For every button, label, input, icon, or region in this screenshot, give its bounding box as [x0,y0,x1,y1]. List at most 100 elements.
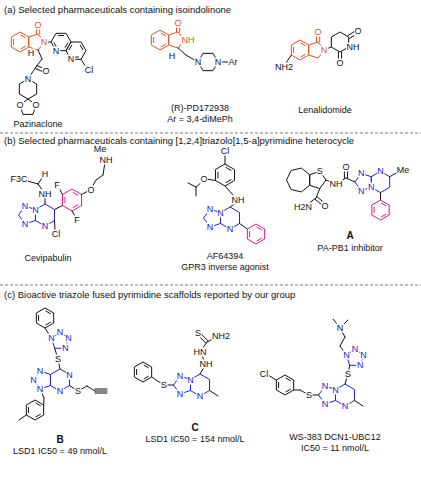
bond [55,206,63,210]
compound-note: PA-PB1 inhibitor [317,244,382,253]
aromatic-bond [301,54,305,57]
compound-letter: B [56,435,63,445]
bond [340,337,345,346]
bond [43,398,44,405]
atom-label: N [30,376,38,385]
aromatic-bond [286,389,290,392]
aromatic-bond [58,35,63,36]
aromatic-bond [374,207,375,212]
atom-label: N [21,219,29,228]
bond [210,391,219,397]
atom-label: N [336,324,344,333]
compound-letter: A [346,231,353,241]
aromatic-bond [381,214,385,217]
atom-label: NH [38,190,52,199]
ring [62,189,81,211]
atom-label: N [65,334,73,343]
compound-note: LSD1 IC50 = 49 nmol/L [13,447,107,456]
atom-label: N [62,344,70,353]
atom-label: N [56,328,64,337]
atom-label: H [27,49,35,58]
atom-label: O [336,59,344,68]
atom-label: S [54,355,61,364]
section-divider [0,133,421,134]
aromatic-bond [46,322,50,325]
bond [294,390,300,391]
atom-label: N [48,334,56,343]
atom-label: N [66,370,74,379]
atom-label: Cl [84,66,94,75]
atom-label: N [21,202,29,211]
aromatic-bond [13,39,14,44]
bond [355,401,364,407]
aromatic-bond [257,227,261,230]
aromatic-bond [136,369,137,374]
bond [268,375,276,380]
atom-label: Ar [228,58,238,67]
atom-label: S [160,381,167,390]
atom-label: N [321,382,329,391]
ring [247,224,264,244]
compound-name: AF64394 [207,252,244,261]
bond [196,187,197,196]
atom-label: N [206,205,214,214]
bond [225,186,233,195]
triple-bond [95,393,107,394]
compound-name: Cevipabulin [24,254,71,263]
atom-label: O [354,27,362,36]
atom-label: N [187,375,195,384]
aromatic-bond [293,47,294,52]
atom-label: N [332,385,340,394]
atom-label: NH [329,180,343,189]
atom-label: NH [199,360,213,369]
aromatic-bond [69,45,72,49]
atom-label: N [321,399,329,408]
aromatic-bond [301,43,305,46]
section-heading: (a) Selected pharmaceuticals containing … [4,5,231,15]
atom-label: N [176,372,184,381]
bond [240,224,248,230]
aromatic-bond [153,37,154,42]
aromatic-bond [28,407,29,412]
ring [276,375,293,395]
atom-label: NH [181,36,195,45]
atom-label: N [41,222,49,231]
atom-label: N [320,46,328,55]
section-heading: (c) Bioactive triazole fused pyrimidine … [4,290,295,300]
ring [11,32,28,52]
atom-label: N [357,186,365,195]
atom-label: N [368,183,376,192]
atom-label: N [56,387,64,396]
atom-label: N [196,392,204,401]
aromatic-bond [46,311,50,314]
aromatic-bond [226,167,231,170]
aromatic-bond [80,45,83,49]
atom-label: N [343,351,351,360]
ring [151,30,168,50]
aromatic-bond [217,172,218,178]
aromatic-bond [249,231,250,236]
ring [26,400,43,420]
atom-label: F3C [10,175,28,184]
atom-label: Cl [51,230,61,239]
atom-label: N [214,58,222,67]
atom-label: N [40,38,48,47]
compound-name: Lenalidomide [298,106,352,115]
atom-label: N [357,361,365,370]
compound-name: WS-383 DCN1-UBC12 [289,433,381,442]
atom-label: S [74,387,81,396]
aromatic-bond [73,192,78,195]
atom-label: O [342,163,350,172]
bond [152,377,156,380]
atom-label: N [67,55,75,64]
atom-label: N [217,208,225,217]
aromatic-bond [226,180,231,183]
aromatic-bond [161,44,165,47]
atom-label: H [41,170,49,179]
atom-label: NH [99,156,113,165]
atom-label: H [168,52,176,61]
atom-label: N [194,58,202,67]
atom-label: S [305,391,312,400]
